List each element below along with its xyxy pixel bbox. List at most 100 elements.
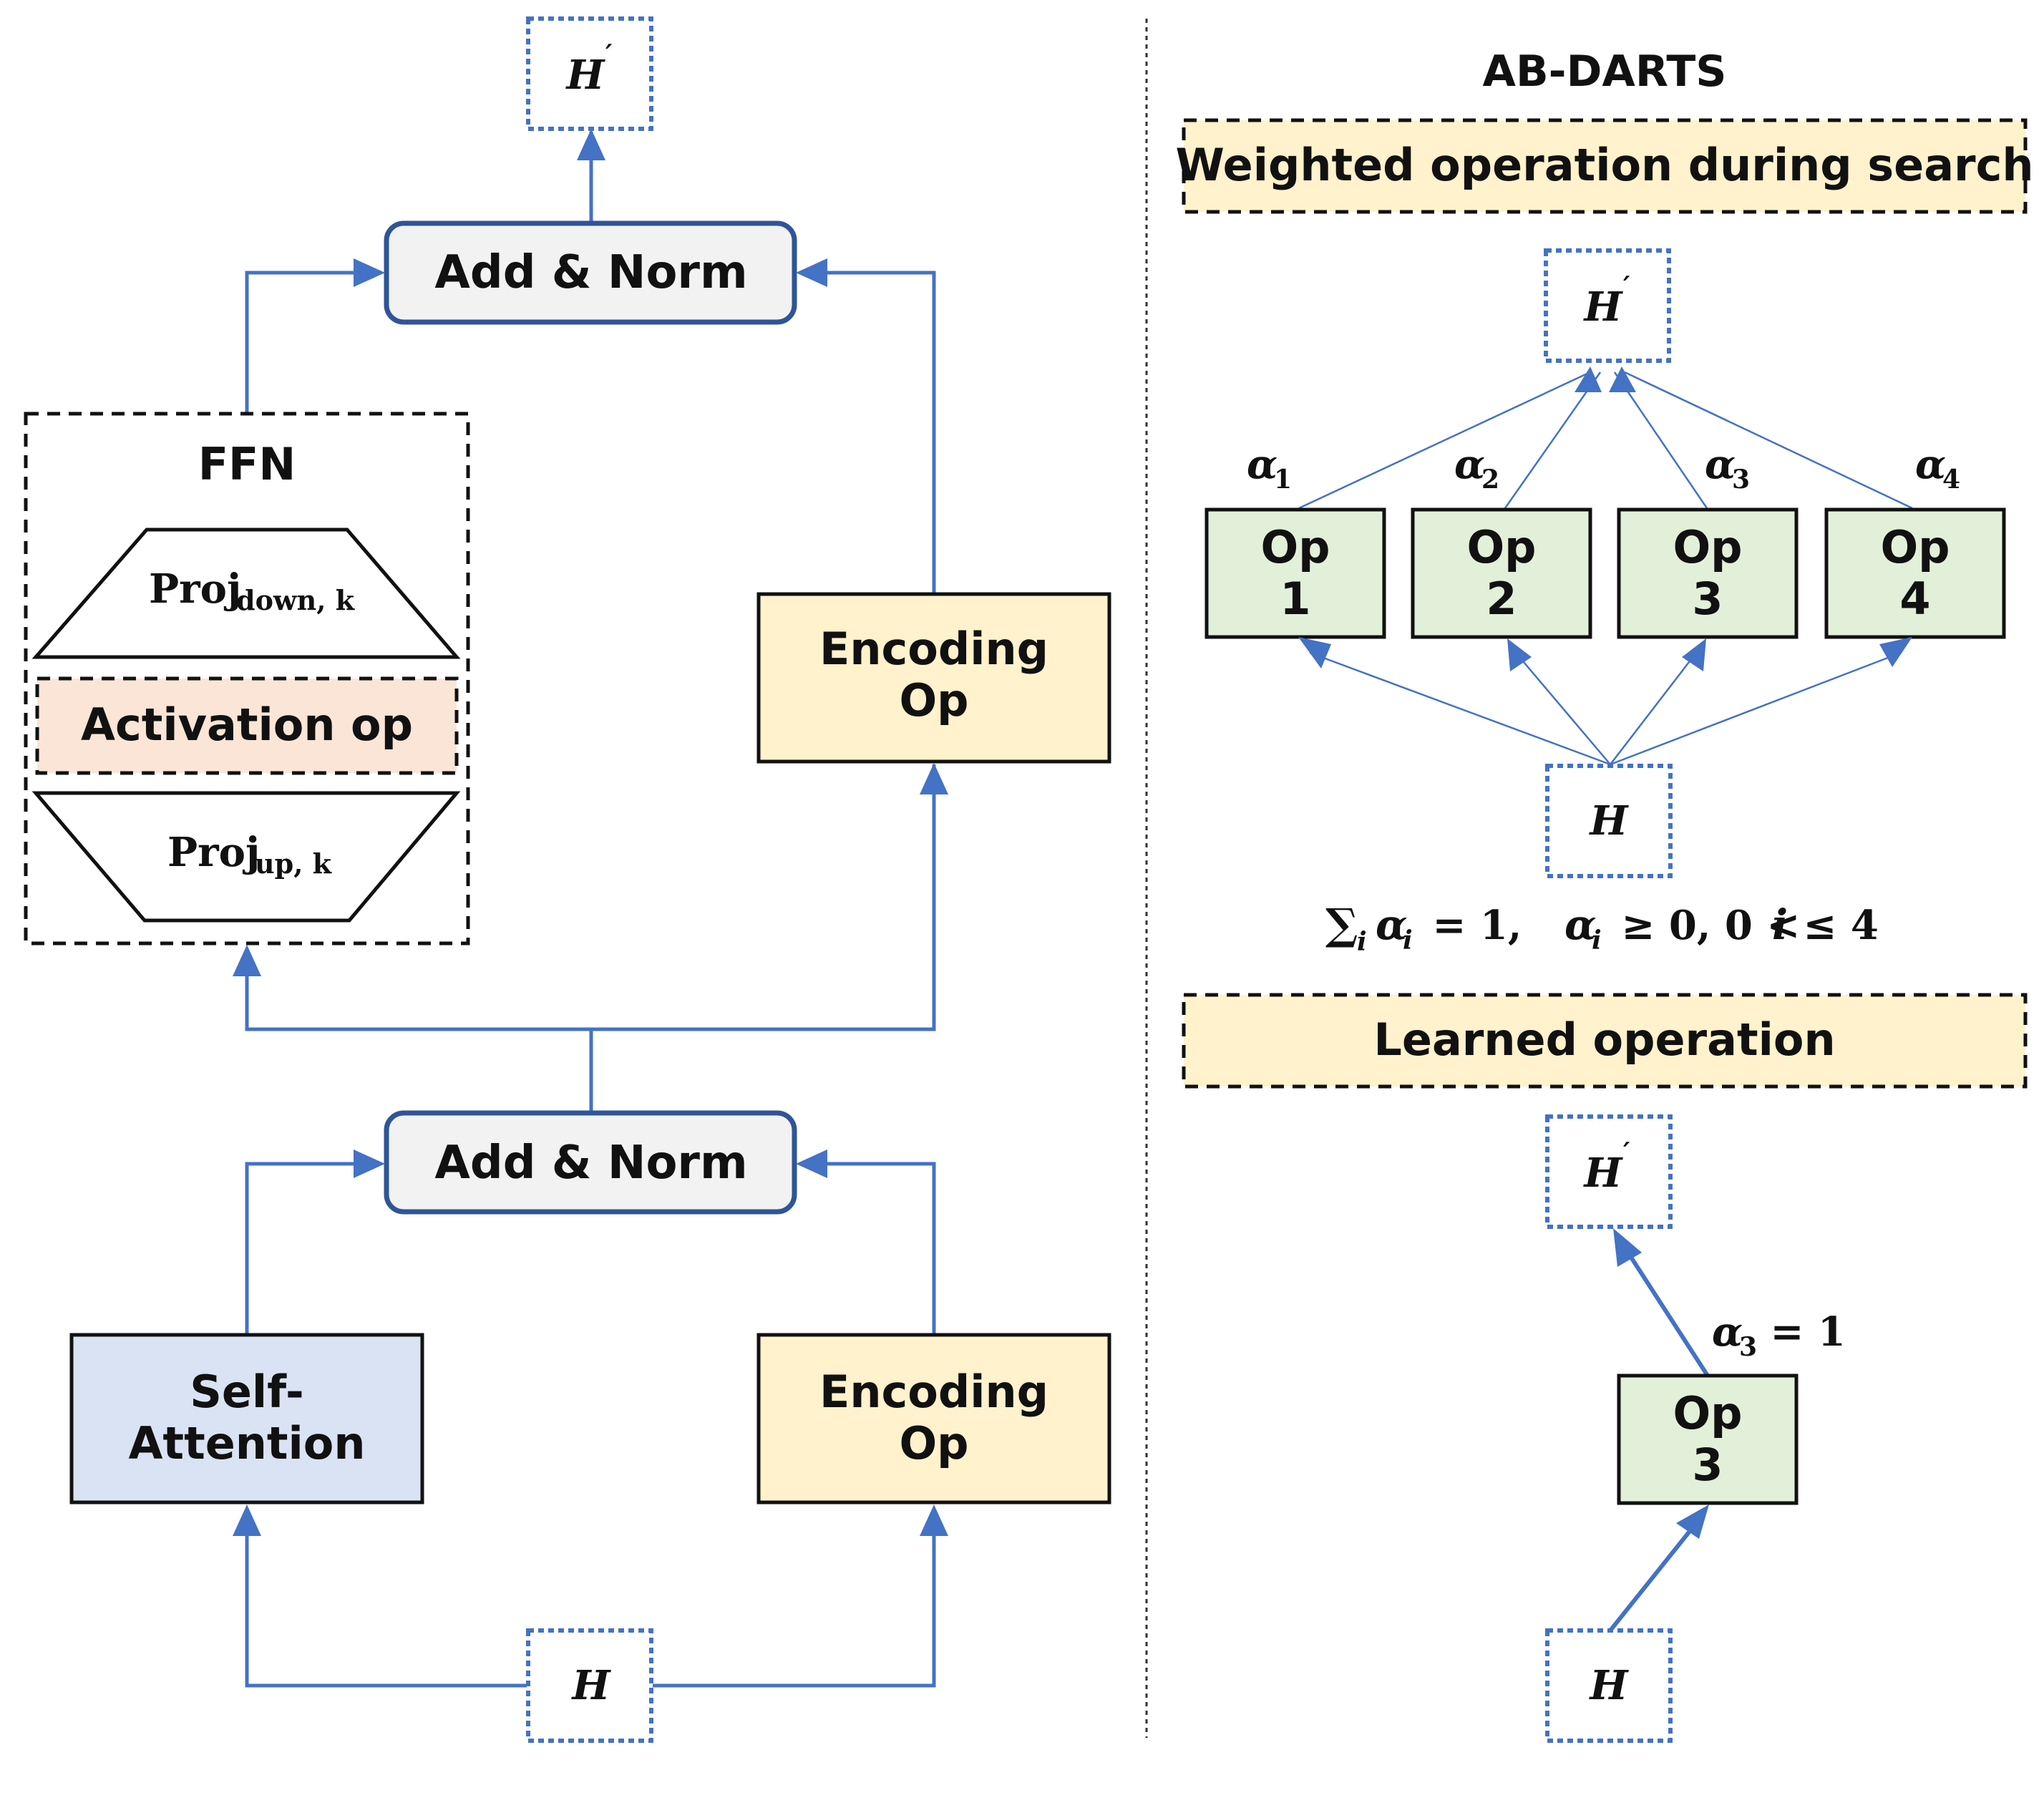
self-attention-line2: Attention — [128, 1417, 365, 1469]
svg-text:α: α — [1705, 441, 1736, 488]
arrowhead-search-input-2 — [1507, 638, 1532, 671]
arrowhead-learned-output — [1613, 1228, 1642, 1267]
svg-text:∑: ∑ — [1325, 900, 1358, 950]
arrowhead-search-output-2 — [1609, 366, 1636, 392]
output-h-prime-node: H ′ — [526, 16, 653, 131]
encoding-top-line1: Encoding — [819, 623, 1048, 675]
svg-text:Op: Op — [1466, 521, 1536, 573]
connector-encoding-to-addnorm — [827, 271, 936, 594]
svg-text:= 1,: = 1, — [1418, 902, 1536, 949]
svg-text:i: i — [1357, 927, 1367, 957]
add-norm-top-box: Add & Norm — [384, 220, 797, 325]
encoding-bottom-line1: Encoding — [819, 1366, 1048, 1418]
svg-text:α: α — [1454, 441, 1485, 488]
svg-text:2: 2 — [1486, 573, 1517, 625]
learned-op-box: Op 3 — [1617, 1374, 1799, 1505]
encoding-top-line2: Op — [899, 674, 968, 726]
ffn-title: FFN — [198, 438, 296, 490]
arrowhead-learned-op — [1676, 1505, 1709, 1539]
search-input-h-label: H — [1589, 797, 1630, 845]
banner-learned-label: Learned operation — [1373, 1013, 1835, 1066]
input-h-label: H — [571, 1662, 612, 1709]
svg-text:3: 3 — [1732, 465, 1750, 495]
svg-text:≥ 0, 0 <: ≥ 0, 0 < — [1607, 902, 1828, 949]
learned-output-h-prime-node: H ′ — [1545, 1114, 1673, 1229]
self-attention-box: Self- Attention — [69, 1333, 424, 1505]
op-box-2: Op 2 — [1411, 507, 1592, 639]
learned-alpha-label: α 3 = 1 — [1712, 1308, 1846, 1362]
arrowhead-encoding-addnorm — [796, 258, 827, 287]
arrowhead-h-attention — [233, 1505, 261, 1536]
connector-attention-to-addnorm — [245, 1162, 354, 1335]
ffn-block: FFN Proj down, k Activation op Proj up, … — [24, 412, 470, 946]
svg-text:α: α — [1712, 1308, 1743, 1356]
svg-text:3: 3 — [1739, 1332, 1757, 1362]
encoding-bottom-line2: Op — [899, 1417, 968, 1469]
svg-text:α: α — [1376, 900, 1408, 949]
search-output-h-label: H — [1583, 283, 1624, 331]
svg-text:α: α — [1247, 441, 1278, 488]
alpha-label-3: α 3 — [1705, 441, 1750, 495]
svg-text:Op: Op — [1880, 521, 1950, 573]
proj-down-main: Proj — [149, 565, 241, 613]
add-norm-bottom-label: Add & Norm — [434, 1137, 747, 1190]
banner-weighted-search: Weighted operation during search — [1175, 118, 2034, 214]
self-attention-line1: Self- — [190, 1366, 304, 1418]
arrowhead-search-input-4 — [1879, 637, 1912, 667]
search-output-prime-mark: ′ — [1623, 271, 1630, 301]
search-output-arrows — [1298, 371, 1913, 510]
connector-ffn-to-addnorm — [245, 271, 354, 414]
svg-text:2: 2 — [1481, 465, 1499, 495]
arrowhead-search-input-1 — [1298, 637, 1331, 669]
arrow-learned-input-to-op — [1608, 1529, 1693, 1632]
search-input-h-node: H — [1545, 764, 1673, 878]
op-box-3: Op 3 — [1617, 507, 1799, 639]
activation-op-label: Activation op — [81, 699, 413, 751]
search-output-h-prime-node: H ′ — [1544, 248, 1671, 363]
svg-text:≤ 4: ≤ 4 — [1789, 902, 1879, 949]
output-h-label: H — [565, 52, 606, 99]
encoding-op-top-box: Encoding Op — [756, 592, 1111, 764]
learned-input-h-node: H — [1545, 1628, 1673, 1743]
alpha-label-1: α 1 — [1247, 441, 1292, 495]
svg-text:1: 1 — [1274, 465, 1292, 495]
constraint-formula: ∑ i α i = 1, α i ≥ 0, 0 < i ≤ 4 — [1325, 900, 1879, 957]
arrowhead-to-encoding-top — [920, 763, 948, 794]
svg-text:α: α — [1915, 441, 1946, 488]
proj-up-main: Proj — [167, 829, 260, 876]
svg-text:α: α — [1564, 900, 1597, 949]
alpha-label-2: α 2 — [1454, 441, 1499, 495]
svg-text:= 1: = 1 — [1756, 1308, 1846, 1356]
add-norm-bottom-box: Add & Norm — [384, 1110, 797, 1215]
arrowhead-search-input-3 — [1682, 638, 1706, 671]
arrowhead-to-ffn — [233, 945, 261, 976]
proj-up-shape: Proj up, k — [31, 791, 461, 923]
svg-text:4: 4 — [1899, 573, 1930, 625]
arrow-learned-op-to-output — [1627, 1253, 1710, 1377]
input-h-node: H — [526, 1628, 653, 1743]
svg-text:Op: Op — [1673, 521, 1742, 573]
output-prime-mark: ′ — [605, 39, 613, 69]
op-box-1: Op 1 — [1204, 507, 1386, 639]
svg-text:1: 1 — [1280, 573, 1310, 625]
proj-down-shape: Proj down, k — [31, 528, 461, 659]
svg-text:i: i — [1403, 925, 1413, 956]
svg-text:i: i — [1772, 900, 1788, 949]
arrowhead-encoding-bottom-addnorm — [796, 1149, 827, 1178]
arrowhead-search-output-1 — [1575, 366, 1602, 392]
connector-encoding-bottom-to-addnorm — [827, 1162, 936, 1335]
activation-op-box: Activation op — [35, 676, 459, 775]
learned-output-h-label: H — [1583, 1149, 1624, 1197]
arrowhead-ffn-addnorm — [354, 258, 385, 287]
op-box-4: Op 4 — [1824, 507, 2006, 639]
ab-darts-title: AB-DARTS — [1483, 47, 1727, 97]
svg-text:Op: Op — [1260, 521, 1330, 573]
proj-down-sub: down, k — [236, 584, 355, 616]
arrowhead-h-encoding — [920, 1505, 948, 1536]
svg-text:i: i — [1592, 925, 1602, 956]
banner-learned-operation: Learned operation — [1182, 993, 2028, 1089]
search-input-arrows — [1309, 651, 1902, 766]
arrowhead-attention-addnorm — [354, 1149, 385, 1178]
learned-output-prime-mark: ′ — [1623, 1137, 1630, 1167]
